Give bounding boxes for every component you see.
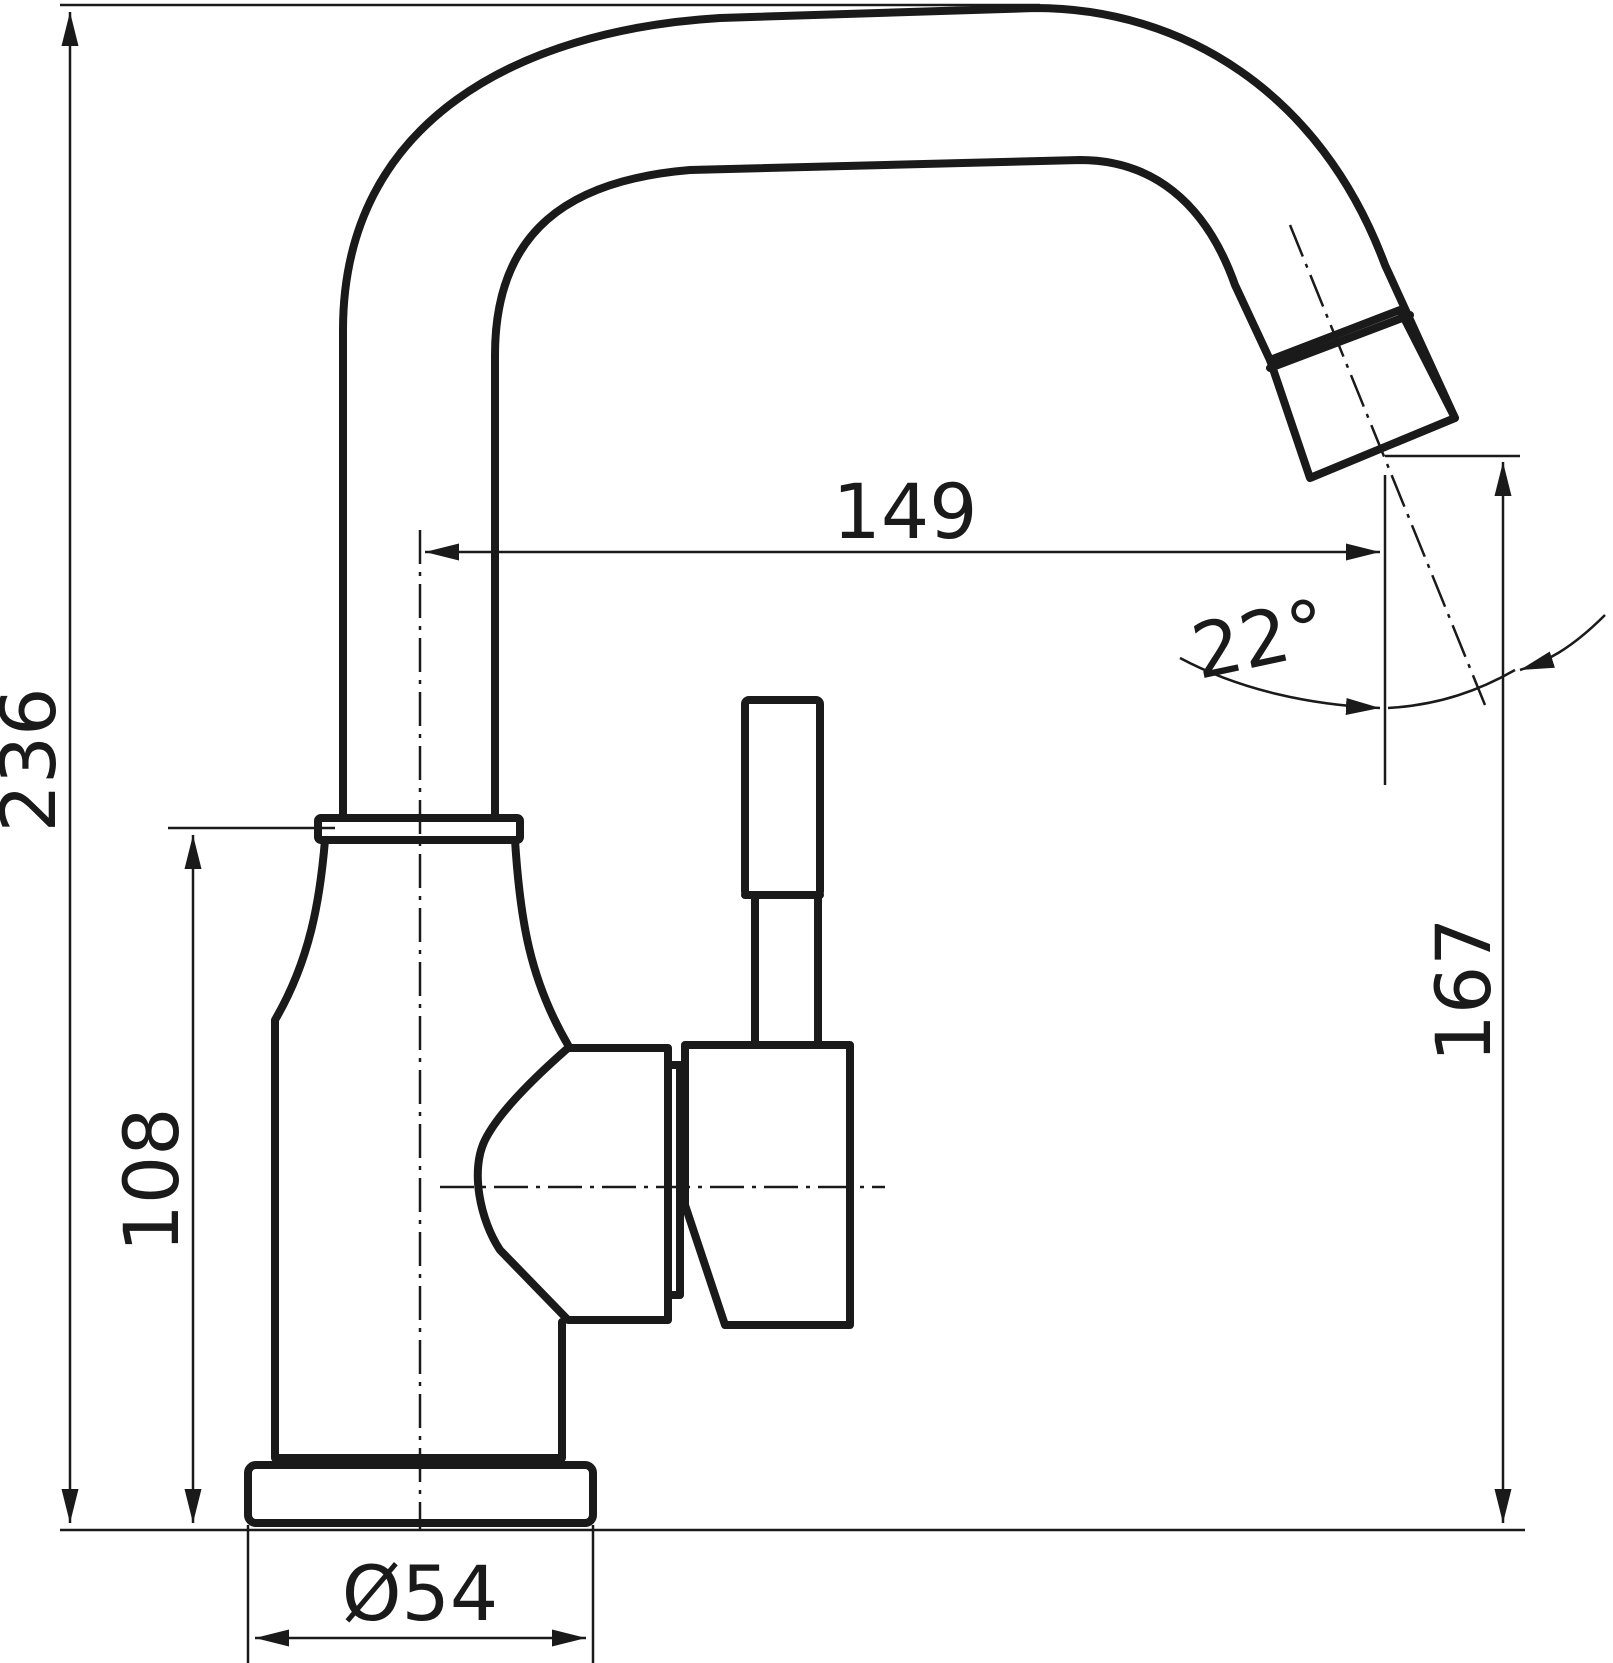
dimension-base-diameter: Ø54 xyxy=(246,1525,595,1663)
lever-block xyxy=(681,1041,854,1329)
faucet-outline xyxy=(244,4,1459,1527)
lever-handle xyxy=(741,696,824,899)
spout-reach-label: 149 xyxy=(832,467,977,556)
outlet-angle-label: 22° xyxy=(1184,582,1334,697)
dimension-total-height: 236 xyxy=(0,3,1525,1532)
aerator-axis-center-line xyxy=(1288,224,1487,706)
spout-inner-edge xyxy=(491,156,1274,822)
lever-stem xyxy=(751,891,822,1049)
outlet-height-label: 167 xyxy=(1419,917,1508,1062)
housing-gap-piece xyxy=(664,1061,684,1299)
total-height-label: 236 xyxy=(0,687,73,832)
aerator-ring xyxy=(1266,311,1414,372)
body-height-label: 108 xyxy=(107,1107,196,1252)
cartridge-housing xyxy=(473,1044,672,1324)
base-diameter-label: Ø54 xyxy=(342,1549,499,1638)
dimension-outlet-height: 167 xyxy=(1385,454,1520,1523)
spout-aerator xyxy=(1266,306,1459,482)
dimension-body-height: 108 xyxy=(107,826,335,1523)
center-lines xyxy=(418,224,1487,1530)
dimension-spout-reach: 149 xyxy=(425,467,1387,785)
dimension-outlet-angle: 22° xyxy=(1179,582,1606,716)
spout-outer-edge xyxy=(339,4,1459,822)
body-outline xyxy=(271,836,572,1462)
